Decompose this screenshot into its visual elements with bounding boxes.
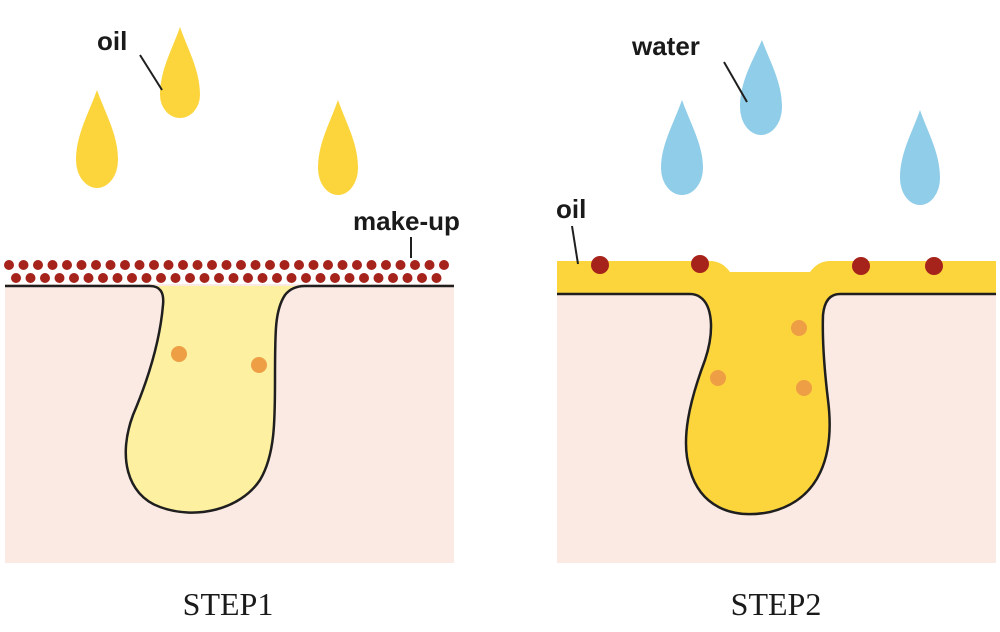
step1-makeup-dot <box>301 273 311 283</box>
step1-makeup-dot <box>62 260 72 270</box>
step1-makeup-dot <box>54 273 65 283</box>
step1-makeup-dot <box>417 273 427 283</box>
step1-makeup-dot <box>120 260 130 270</box>
step1-makeup-dot <box>47 260 58 270</box>
step1-makeup-dot <box>359 273 369 283</box>
step1-makeup-dot <box>315 273 326 283</box>
step2-makeup-particle <box>925 257 943 275</box>
step1-makeup-label: make-up <box>353 206 460 236</box>
step1-makeup-dot <box>18 260 29 270</box>
step1-makeup-dot <box>286 273 297 283</box>
step1-makeup-dot <box>105 260 116 270</box>
step1-makeup-dot <box>163 260 174 270</box>
step1-caption: STEP1 <box>183 586 274 622</box>
step1-sebum-dot <box>251 357 267 373</box>
step1-makeup-dot <box>40 273 50 283</box>
step1-makeup-dot <box>214 273 224 283</box>
step1-makeup-dot <box>265 260 275 270</box>
step1-makeup-dot <box>33 260 43 270</box>
step1-makeup-dot <box>11 273 21 283</box>
step1-makeup-dot <box>410 260 420 270</box>
step2-sebum-dot <box>791 320 807 336</box>
step1-oil-label: oil <box>97 26 127 56</box>
step1-oil-drop <box>318 100 358 196</box>
step1-makeup-dot <box>69 273 79 283</box>
step1-makeup-dot <box>279 260 290 270</box>
step1-makeup-dot <box>250 260 261 270</box>
step1-makeup-dot <box>308 260 319 270</box>
step1-makeup-dot <box>127 273 137 283</box>
step1-makeup-dot <box>424 260 435 270</box>
step1-makeup-dot <box>373 273 384 283</box>
step2-water-drop <box>900 110 940 205</box>
step1-makeup-dot <box>91 260 101 270</box>
step1-makeup-dot <box>236 260 246 270</box>
step1-makeup-dot <box>366 260 377 270</box>
step1-makeup-dot <box>257 273 268 283</box>
step1-makeup-dot <box>344 273 355 283</box>
step1-pore <box>5 284 454 514</box>
step1-makeup-dot <box>149 260 159 270</box>
step1-makeup-dot <box>156 273 166 283</box>
step1-makeup-dot <box>402 273 413 283</box>
step2-sebum-dot <box>710 370 726 386</box>
step1-makeup-dot <box>352 260 362 270</box>
step1-makeup-dot <box>337 260 348 270</box>
step2-water-pointer <box>723 61 748 103</box>
step1-makeup-dot <box>192 260 203 270</box>
step1-makeup-layer <box>4 260 449 283</box>
step2-panel: water oil STEP2 <box>556 31 996 622</box>
step1-sebum-dot <box>171 346 187 362</box>
step1-makeup-dot <box>221 260 232 270</box>
step1-makeup-dot <box>98 273 108 283</box>
step1-makeup-dot <box>395 260 406 270</box>
step1-makeup-dot <box>330 273 340 283</box>
step2-water-drop <box>740 40 782 135</box>
step2-caption: STEP2 <box>731 586 822 622</box>
step2-makeup-particle <box>852 257 870 275</box>
step1-makeup-dot <box>4 260 14 270</box>
step2-pore-outline <box>557 292 996 516</box>
step1-makeup-dot <box>134 260 145 270</box>
step1-makeup-dot <box>381 260 391 270</box>
step2-makeup-particle <box>691 255 709 273</box>
step1-makeup-dot <box>76 260 87 270</box>
step2-water-label: water <box>631 31 700 61</box>
step1-makeup-dot <box>323 260 333 270</box>
step2-oil-label: oil <box>556 194 586 224</box>
step1-oil-drop <box>76 90 118 188</box>
step1-makeup-dot <box>228 273 239 283</box>
step2-sebum-dot <box>796 380 812 396</box>
step1-makeup-dot <box>178 260 188 270</box>
step1-oil-drop <box>160 27 200 118</box>
step1-makeup-dot <box>207 260 217 270</box>
step2-oil-pointer <box>571 225 579 265</box>
step1-makeup-dot <box>199 273 210 283</box>
step2-water-drop <box>661 100 703 195</box>
step1-makeup-dot <box>141 273 152 283</box>
step1-makeup-dot <box>272 273 282 283</box>
step1-panel: oil make-up STEP1 <box>4 26 460 622</box>
step1-makeup-dot <box>388 273 398 283</box>
step2-makeup-particle <box>591 256 609 274</box>
step1-makeup-dot <box>170 273 181 283</box>
step1-makeup-dot <box>25 273 36 283</box>
step2-oil-layer <box>557 261 996 515</box>
step1-oil-pointer <box>139 54 163 91</box>
step1-pore-fill <box>125 286 305 513</box>
step1-makeup-dot <box>112 273 123 283</box>
step1-makeup-dot <box>185 273 195 283</box>
step1-makeup-dot <box>83 273 94 283</box>
step1-makeup-dot <box>431 273 442 283</box>
step1-makeup-dot <box>294 260 304 270</box>
step1-makeup-dot <box>243 273 253 283</box>
step1-makeup-dot <box>439 260 449 270</box>
